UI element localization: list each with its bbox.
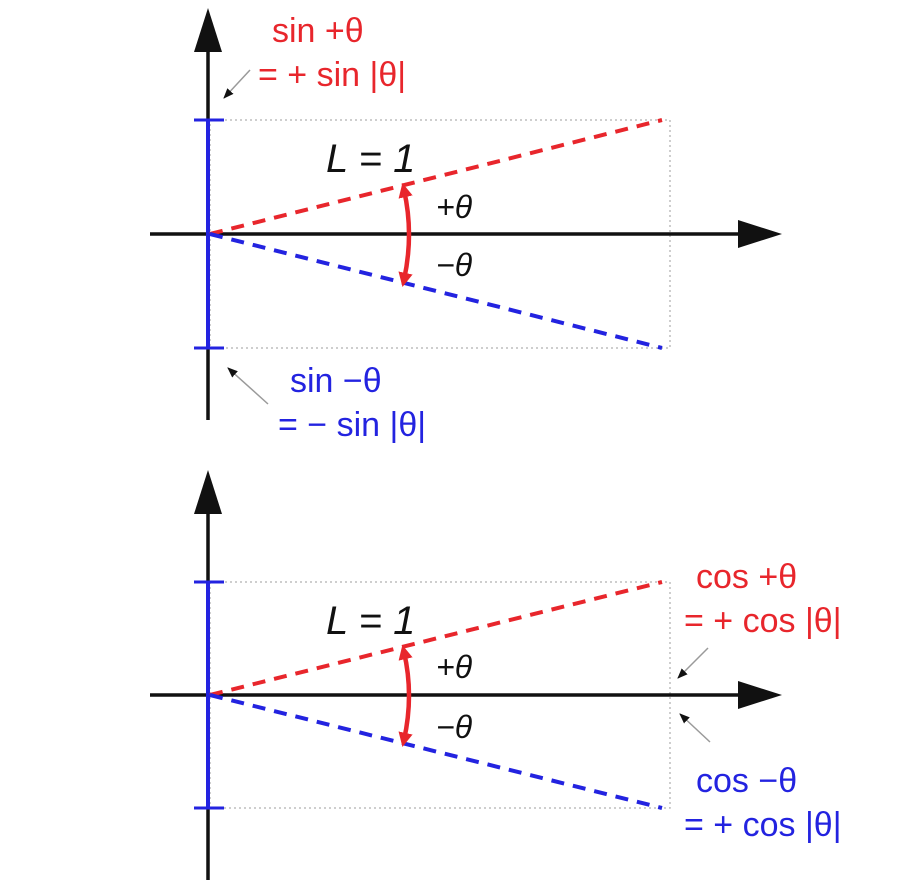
cosine-positive-label-line1: cos +θ xyxy=(696,558,797,596)
angle-arc-arrow xyxy=(398,644,413,748)
cosine-negative-label-line2: = + cos |θ| xyxy=(684,806,842,844)
cosine-panel: cos +θ = + cos |θ| L = 1 +θ −θ cos −θ = … xyxy=(150,470,842,880)
negative-angle-vector xyxy=(209,693,663,810)
sine-negative-label-line1: sin −θ xyxy=(290,362,382,400)
positive-angle-label: +θ xyxy=(436,189,473,225)
horizontal-axis-arrowhead xyxy=(738,681,782,709)
pointer-arrow-top xyxy=(223,69,251,99)
sine-positive-label-line2: = + sin |θ| xyxy=(258,56,406,94)
positive-angle-label: +θ xyxy=(436,649,473,685)
sine-negative-label-line2: = − sin |θ| xyxy=(278,406,426,444)
negative-angle-label: −θ xyxy=(436,247,473,283)
pointer-arrow-bottom xyxy=(679,713,711,743)
vertical-axis-arrowhead xyxy=(194,8,222,52)
cosine-negative-label-line1: cos −θ xyxy=(696,762,797,800)
length-label: L = 1 xyxy=(326,599,415,643)
sine-panel: sin +θ = + sin |θ| L = 1 +θ −θ sin −θ = … xyxy=(150,8,782,444)
sine-positive-label-line1: sin +θ xyxy=(272,12,364,50)
guide-rectangle xyxy=(209,581,671,809)
positive-angle-vector xyxy=(209,118,663,236)
length-label: L = 1 xyxy=(326,137,415,181)
cosine-positive-label-line2: = + cos |θ| xyxy=(684,602,842,640)
negative-angle-label: −θ xyxy=(436,709,473,745)
pointer-arrow-bottom xyxy=(227,367,269,405)
angle-arc-arrow xyxy=(398,182,413,288)
positive-angle-vector xyxy=(209,580,663,697)
pointer-arrow-top xyxy=(677,647,709,679)
negative-angle-vector xyxy=(209,232,663,350)
vertical-axis-arrowhead xyxy=(194,470,222,514)
horizontal-axis-arrowhead xyxy=(738,220,782,248)
